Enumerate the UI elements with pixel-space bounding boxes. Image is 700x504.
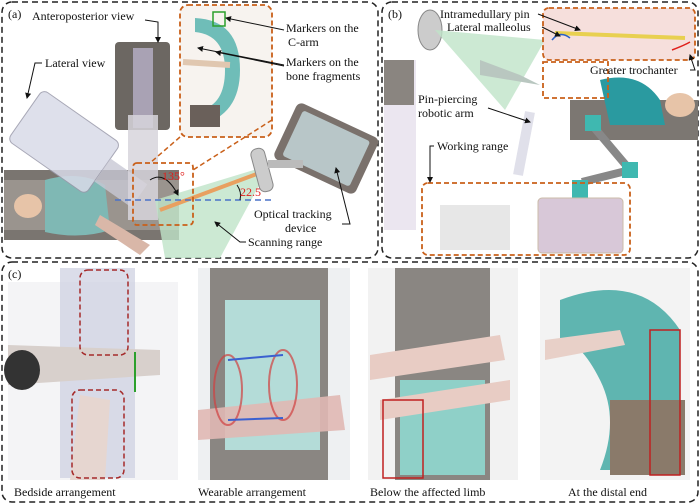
patient-head [14, 194, 42, 218]
working-range-box [421, 182, 631, 256]
caption-wearable: Wearable arrangement [198, 485, 307, 499]
panel-c-tag: (c) [8, 267, 21, 281]
markers-carm-arrow [225, 16, 285, 31]
panel-b-border [381, 1, 699, 259]
scene-below-limb [368, 268, 518, 480]
pin-label: Intramedullary pin [440, 7, 530, 21]
optical-tracking-device [274, 103, 379, 194]
scanning-range-label: Scanning range [248, 235, 322, 249]
markers-bone-arrow-2 [215, 50, 285, 67]
panel-b-tag: (b) [388, 7, 402, 21]
region-box [79, 269, 129, 356]
carm-marker [212, 11, 226, 27]
patient-leg [95, 215, 150, 255]
working-range-detector [440, 205, 510, 250]
panel-c-border [1, 261, 699, 503]
optical-arrow [334, 167, 351, 225]
markers-bone-label-1: Markers on the [286, 55, 359, 69]
angle-135-arc [149, 176, 179, 196]
markers-carm-label-1: Markers on the [286, 21, 359, 35]
c-arm-base [190, 105, 220, 127]
tracking-camera-b [417, 9, 443, 51]
working-range-label: Working range [437, 139, 508, 153]
caption-distal-end: At the distal end [568, 485, 647, 499]
optical-label-2: device [285, 221, 316, 235]
panel-a: (a) 135° 22.5° [1, 1, 379, 259]
tracking-ray [159, 170, 263, 212]
robotic-arm-label-2: robotic arm [418, 106, 474, 120]
ap-view-arrow [144, 19, 161, 43]
robotic-arm-label-1: Pin-piercing [418, 92, 477, 106]
intramedullary-pin [554, 31, 686, 40]
malleolus-arrow [541, 26, 561, 37]
patient-b-head [665, 93, 695, 117]
robot-base [537, 197, 624, 254]
markers-bone-label-2: bone fragments [286, 69, 361, 83]
patient-b [600, 77, 665, 125]
angle-22-arc [236, 184, 242, 201]
panel-a-tag: (a) [8, 7, 21, 21]
robot-joint [585, 115, 601, 131]
inset-bone [182, 59, 231, 68]
caption-below-limb: Below the affected limb [370, 485, 485, 499]
malleolus-label: Lateral malleolus [447, 20, 531, 34]
patient-body [45, 176, 110, 236]
panel-b: (b) Intramedullary pin Lateral malleolus… [381, 1, 699, 259]
angle-135-label: 135° [162, 169, 185, 183]
robot-joint-2 [622, 162, 638, 178]
scene-distal-end [540, 268, 690, 480]
markers-bone-arrow-1 [197, 46, 285, 66]
caption-bedside: Bedside arrangement [14, 485, 116, 499]
zoom-region-box [132, 162, 194, 226]
tracking-arm [268, 160, 303, 168]
inset-connector-left [149, 136, 181, 164]
lateral-view-label: Lateral view [45, 56, 106, 70]
scene-wearable [198, 268, 350, 480]
markers-carm-label-2: C-arm [288, 35, 319, 49]
trochanter-curve [671, 41, 691, 51]
c-arm-ring [195, 18, 240, 125]
c-arm-cart-top [384, 60, 414, 105]
pin-arrow [537, 13, 581, 32]
scanning-arrow [214, 221, 246, 243]
leg-b [480, 60, 540, 85]
region-box [71, 389, 125, 479]
ap-detector-column [133, 48, 153, 128]
robotic-arm-arrow [487, 107, 531, 124]
working-range-arrow [427, 145, 434, 183]
scene-bedside [4, 268, 178, 480]
tracking-camera [250, 147, 274, 193]
panel-c: (c) [1, 261, 699, 503]
trochanter-arrow [688, 54, 696, 71]
pin-zoom-box [542, 61, 609, 99]
scanning-range-cone [155, 165, 270, 258]
ap-view-label: Anteroposterior view [32, 9, 135, 23]
optical-label-1: Optical tracking [254, 207, 332, 221]
lateral-view-arrow [25, 62, 42, 99]
trochanter-label: Greater trochanter [590, 63, 678, 77]
